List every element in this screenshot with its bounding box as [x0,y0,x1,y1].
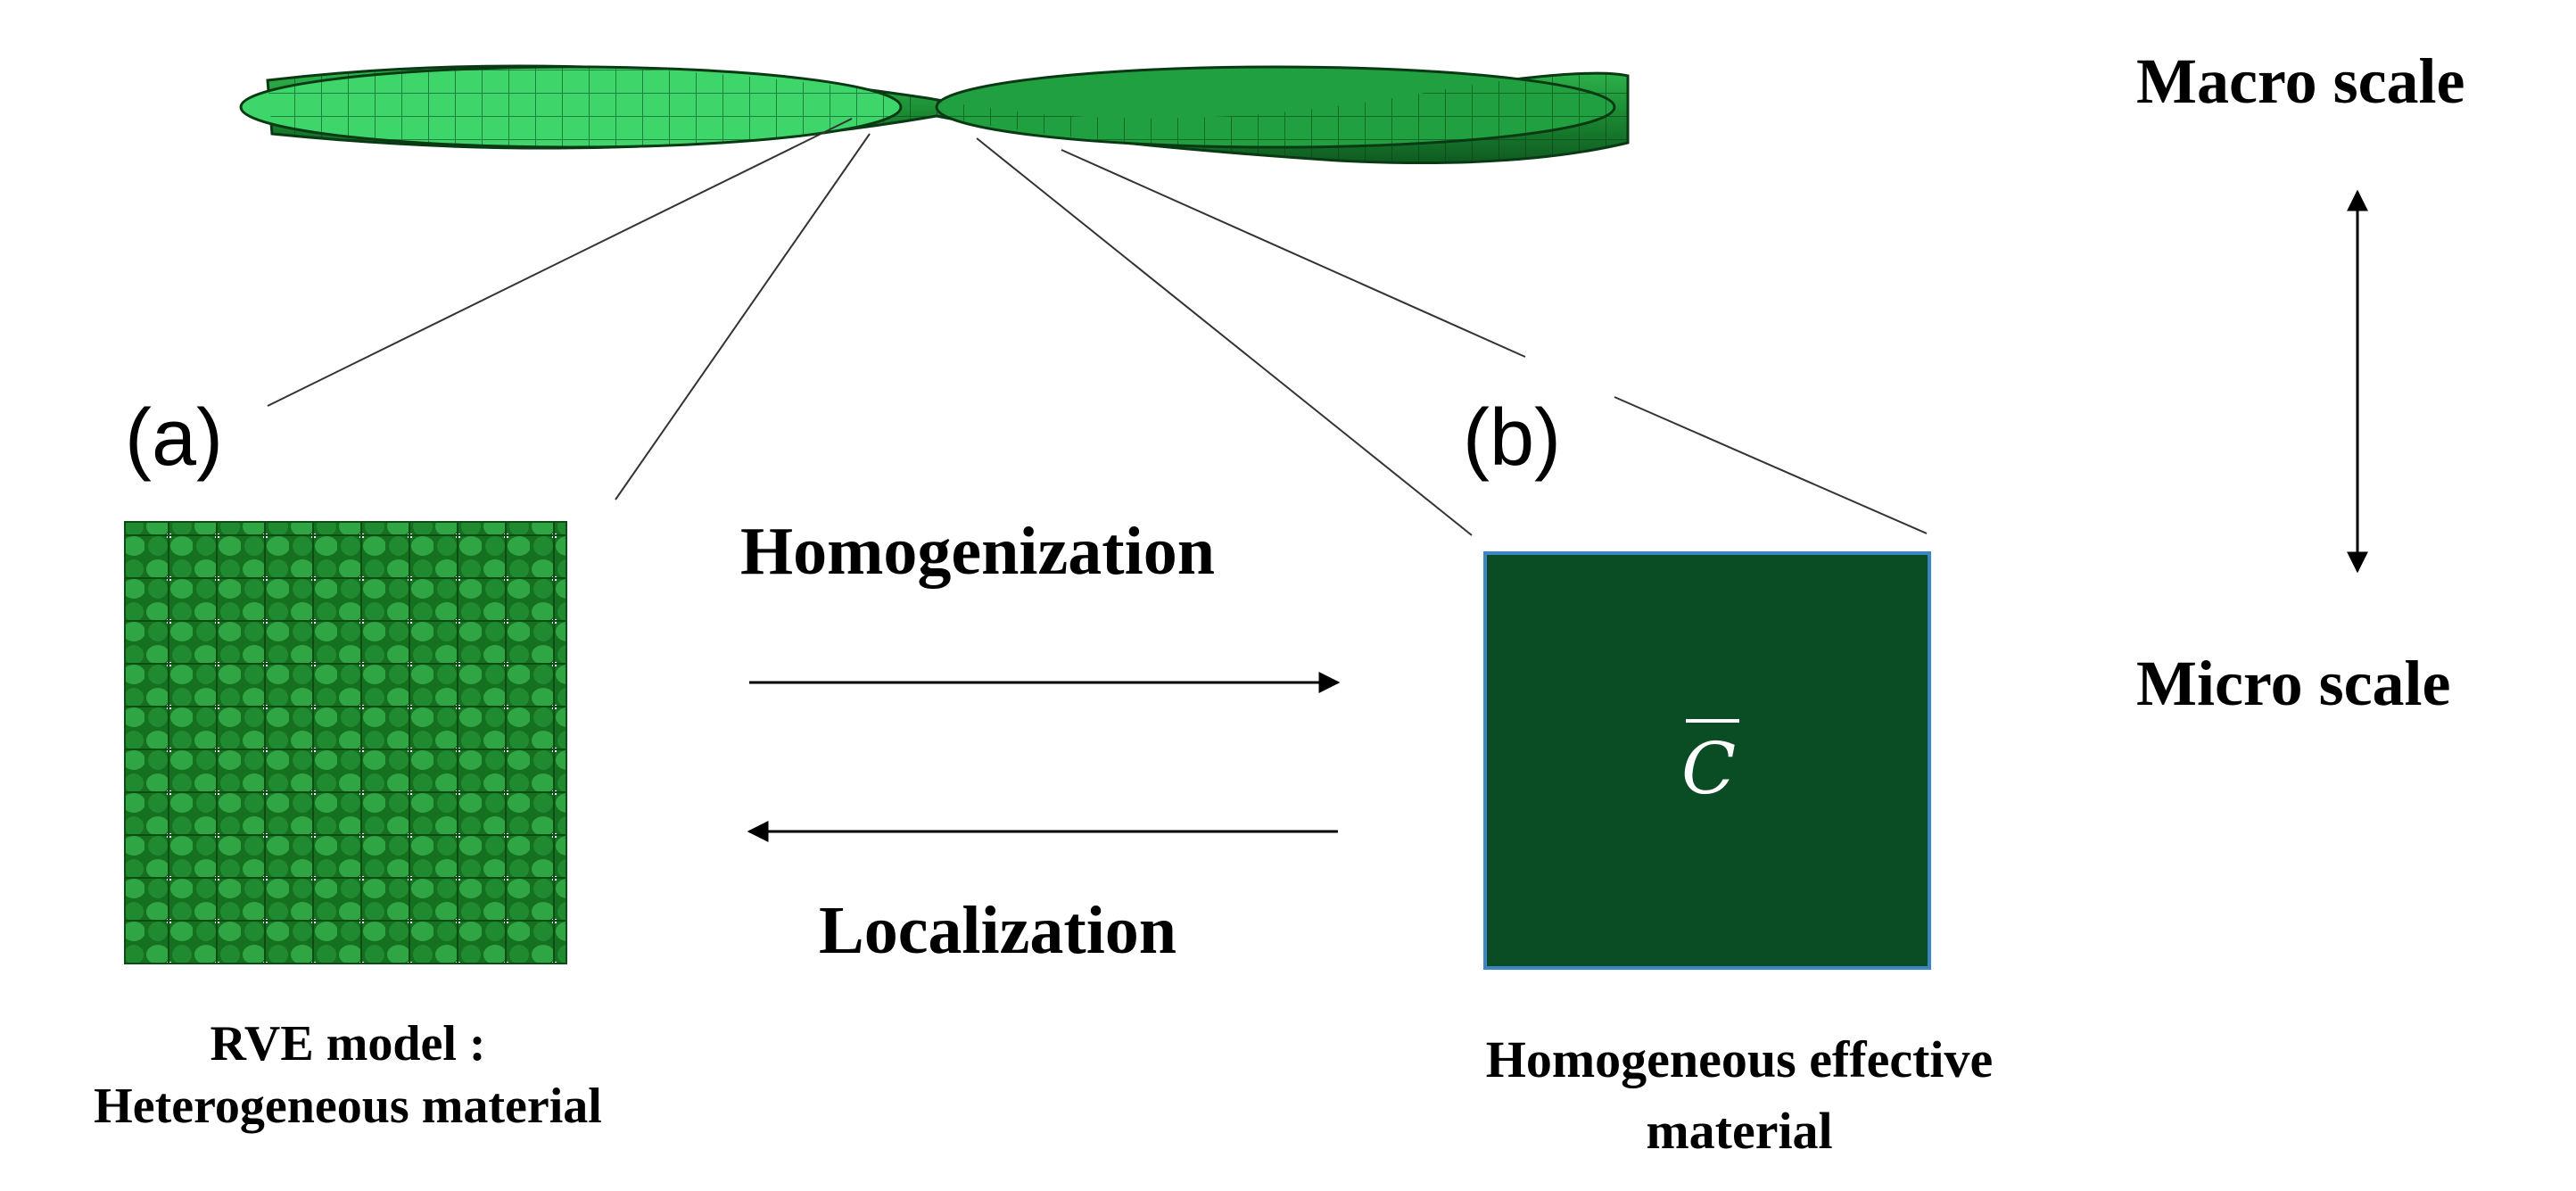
rve-caption-line1: RVE model : [210,1016,486,1071]
panel-b-tag: (b) [1463,393,1561,483]
rve-caption-line2: Heterogeneous material [94,1079,602,1134]
micro-scale-label: Micro scale [2136,648,2451,719]
localization-label: Localization [819,893,1177,968]
macro-ribbon [239,64,1630,164]
effective-caption-line1: Homogeneous effective [1485,1030,1994,1088]
connector-lines [267,118,1928,536]
effective-material-caption: Homogeneous effective material [1374,1024,2105,1167]
rve-model-image [124,521,567,964]
effective-material-square [1483,551,1931,970]
rve-caption: RVE model : Heterogeneous material [0,1013,696,1137]
c-bar-symbol: C [1681,727,1737,810]
effective-caption-line2: material [1646,1102,1833,1160]
macro-scale-label: Macro scale [2136,45,2465,117]
panel-a-tag: (a) [125,393,223,483]
homogenization-label: Homogenization [740,514,1215,589]
